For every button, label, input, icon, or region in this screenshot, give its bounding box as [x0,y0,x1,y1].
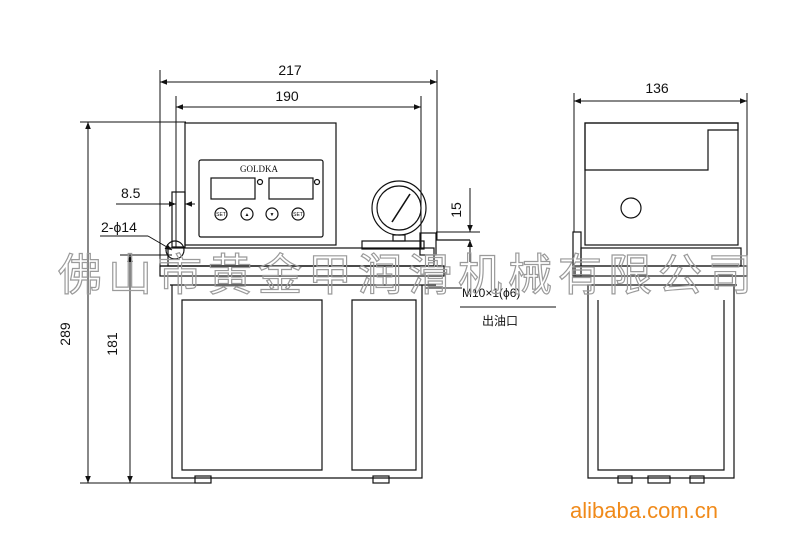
btn-label-set-right: SET [293,212,303,218]
side-dimensions [573,93,748,266]
mount-hole [165,240,185,260]
set-button-left[interactable] [214,207,228,221]
controller-housing [184,122,337,246]
front-view [159,122,470,484]
side-housing [584,122,739,246]
display-left [210,177,256,200]
dim-tank-height: 181 [104,332,120,356]
up-button[interactable] [240,207,254,221]
foot-left [194,475,212,484]
side-tank-body [587,285,735,479]
dim-offset: 8.5 [121,185,141,201]
outlet-thread-label: M10×1(ϕ6) [462,286,520,300]
side-housing-top [584,122,739,171]
dim-gauge-offset: 15 [448,202,464,218]
indicator-left [256,178,264,186]
front-dimensions [80,70,556,484]
mount-bracket [171,191,186,248]
btn-label-up: ▲ [245,212,250,218]
gauge-mount [361,240,425,250]
tank-window-right [351,299,417,471]
dim-side-width: 136 [645,80,669,96]
foot-right [372,475,390,484]
display-right [268,177,314,200]
tank-flange [159,265,445,277]
watermark-site: alibaba.com.cn [570,498,718,523]
watermark-company: 佛山市黄金甲润滑机械有限公司 [58,250,758,301]
indicator-right [313,178,321,186]
btn-label-down: ▼ [270,212,275,218]
side-view [572,122,748,484]
panel-brand: GOLDKA [240,164,278,174]
dim-holes: 2-ϕ14 [101,219,137,235]
dim-overall-width: 217 [278,62,302,78]
down-button[interactable] [265,207,279,221]
tank-body [171,285,423,479]
outlet-name-label: 出油口 [482,314,518,328]
btn-label-set-left: SET [216,212,226,218]
side-port [620,197,642,219]
dim-inner-width: 190 [275,88,299,104]
pressure-gauge [371,180,427,236]
set-button-right[interactable] [291,207,305,221]
outlet-fitting [419,232,437,256]
control-panel [198,159,324,238]
dim-total-height: 289 [57,322,73,346]
tank-window-left [181,299,323,471]
